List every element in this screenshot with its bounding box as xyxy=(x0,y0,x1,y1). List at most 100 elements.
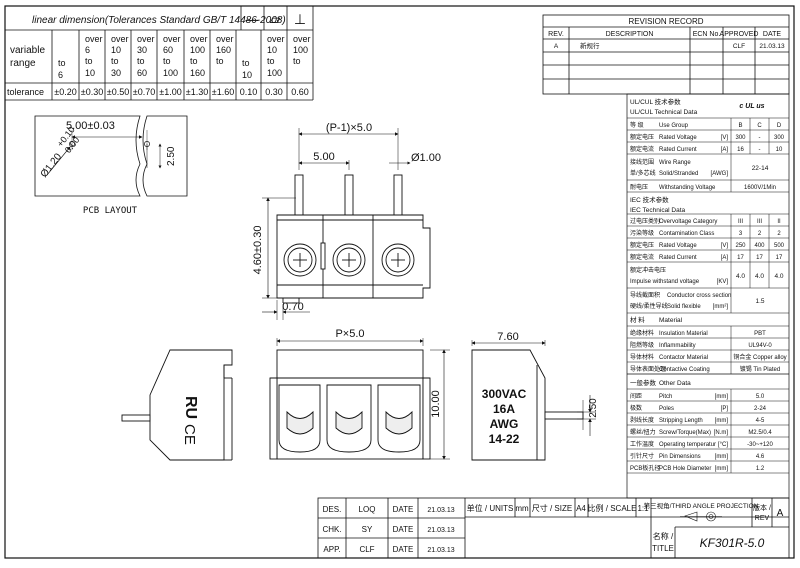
spec-row-unit: [V] xyxy=(721,135,729,141)
marking-current: 16A xyxy=(493,402,515,416)
other-row-label-en: PCB Hole Diameter xyxy=(659,466,711,472)
spec-row-value: 17 xyxy=(776,255,783,261)
revision-header: DESCRIPTION xyxy=(606,31,654,38)
spec-row-label-en: Contamination Class xyxy=(659,231,714,237)
spec-section-header-en: IEC Technical Data xyxy=(630,207,686,214)
range-over-label: over xyxy=(163,34,181,44)
pcb-hole-dimension: Ø1.20 xyxy=(39,151,65,180)
scale-value: 1:1 xyxy=(637,504,649,513)
revision-cell: 新规行 xyxy=(580,41,600,50)
revision-header: APPROVED xyxy=(720,31,759,38)
material-row-value: PBT xyxy=(754,331,766,337)
other-row-label-en: Pin Dimensions xyxy=(659,454,701,460)
material-row-label-cn: 阻燃等级 xyxy=(630,341,654,349)
other-row-label-cn: 间距 xyxy=(630,392,642,400)
rev-value: A xyxy=(777,508,784,519)
spec-row-value: C xyxy=(757,123,762,129)
rev-label-cn: 版本 / xyxy=(753,503,771,512)
approval-name: LOQ xyxy=(359,505,376,514)
spec-row-value: - xyxy=(759,147,761,153)
size-label: 尺寸 / SIZE xyxy=(532,503,572,513)
spec-row-value: III xyxy=(738,219,743,225)
impulse-unit: [KV] xyxy=(717,279,729,285)
range-upper-value: 60 xyxy=(137,68,147,78)
other-row-unit: [mm] xyxy=(715,466,729,472)
spec-row-label-cn: 额定电压 xyxy=(630,241,654,249)
range-to-label: to xyxy=(216,56,224,66)
range-cells: to6over6to10over10to30over30to60over60to… xyxy=(58,34,311,80)
revision-title: REVISION RECORD xyxy=(628,17,703,26)
spec-row-value: 3 xyxy=(739,231,743,237)
drawing-title: KF301R-5.0 xyxy=(700,536,765,550)
impulse-value: 4.0 xyxy=(774,273,783,280)
spec-row-label-cn: 污染等级 xyxy=(630,229,654,237)
other-row-label-en: Stripping Length xyxy=(659,418,703,424)
material-row-label-cn: 绝缘材料 xyxy=(630,329,654,337)
range-upper-value: 10 xyxy=(85,68,95,78)
spec-row-label-en: Rated Current xyxy=(659,147,697,153)
other-row-unit: [mm] xyxy=(715,454,729,460)
wire-range-value: 22-14 xyxy=(752,165,769,172)
tolerance-value: 0.30 xyxy=(265,87,283,97)
impulse-value: 4.0 xyxy=(736,273,745,280)
material-row-label-cn: 导体材料 xyxy=(630,353,654,361)
range-to-label: to xyxy=(190,56,198,66)
cross-section-unit: [mm²] xyxy=(713,304,729,310)
spec-section-header-en: UL/CUL Technical Data xyxy=(630,109,698,116)
wire-range-unit: [AWG] xyxy=(711,171,729,177)
range-lower-value: 6 xyxy=(85,45,90,55)
tolerance-title: linear dimension(Tolerances Standard GB/… xyxy=(32,15,286,26)
material-row-label-en: Contactor Material xyxy=(659,355,708,361)
spec-row-value: 250 xyxy=(735,243,746,249)
range-over-label: over xyxy=(137,34,155,44)
body-width-dimension: P×5.0 xyxy=(335,328,364,340)
spec-row-label-cn: 过电压类别 xyxy=(630,217,660,225)
wire-range-label-en: Wire Range xyxy=(659,160,691,166)
solid-flexible-label-en: Solid flexible xyxy=(667,304,701,310)
range-to-label: to xyxy=(137,56,145,66)
range-over-label: over xyxy=(190,34,208,44)
title-label-cn: 名称 / xyxy=(653,531,674,541)
withstand-label-cn: 耐电压 xyxy=(630,183,648,191)
spec-row-label-cn: 额定电压 xyxy=(630,133,654,141)
range-lower-value: 60 xyxy=(163,45,173,55)
pitch-dimension: 5.00 xyxy=(313,151,334,163)
material-row-value: 镀锡 Tin Plated xyxy=(740,365,780,373)
scale-label: 比例 / SCALE xyxy=(588,503,637,513)
spec-row-value: 17 xyxy=(737,255,744,261)
impulse-value: 4.0 xyxy=(755,273,764,280)
pcb-pitch-dimension: 5.00±0.03 xyxy=(66,120,115,132)
solid-flexible-label-cn: 硬线/柔性导线 xyxy=(630,302,668,310)
ul-logo: c UL us xyxy=(739,103,764,110)
material-row-label-en: Insulation Material xyxy=(659,331,708,337)
other-row-label-en: Screw/Torque(Max) xyxy=(659,430,711,436)
range-over-label: over xyxy=(293,34,311,44)
range-lower-value: 10 xyxy=(111,45,121,55)
other-row-label-en: Operating temperatur xyxy=(659,442,716,448)
range-to-label: to xyxy=(267,56,275,66)
range-to-label: to xyxy=(58,58,66,68)
range-over-label: over xyxy=(216,34,234,44)
spec-row-value: 2 xyxy=(777,231,781,237)
tolerance-table xyxy=(5,6,314,101)
spec-row-label-en: Use Group xyxy=(659,123,689,129)
range-upper-value: 30 xyxy=(111,68,121,78)
other-row-value: M2.5/0.4 xyxy=(748,430,772,436)
impulse-label-cn: 额定冲击电压 xyxy=(630,266,666,274)
spec-row-value: 300 xyxy=(774,135,785,141)
other-row-label-cn: 剥线长度 xyxy=(630,416,654,424)
range-lower-value: 10 xyxy=(267,45,277,55)
revision-header: DATE xyxy=(763,31,781,38)
ce-mark: CE xyxy=(181,424,198,445)
marking-awg-range: 14-22 xyxy=(489,432,520,446)
approval-date: 21.03.13 xyxy=(427,507,454,514)
other-row-label-en: Poles xyxy=(659,406,674,412)
marking-voltage: 300VAC xyxy=(482,387,527,401)
other-data-header-en: Other Data xyxy=(659,380,691,387)
other-row-label-cn: PCB板孔径 xyxy=(630,464,660,472)
approval-date: 21.03.13 xyxy=(427,527,454,534)
body-depth-dimension: 7.60 xyxy=(497,331,518,343)
other-row-unit: [N.m] xyxy=(714,430,729,436)
